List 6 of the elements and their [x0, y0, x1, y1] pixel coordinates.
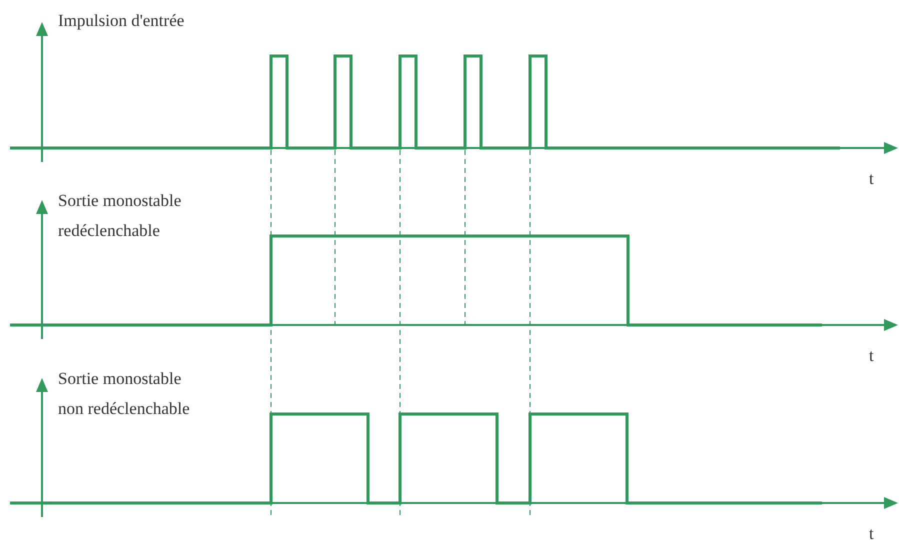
axis-label: t [869, 523, 874, 542]
signal-title: Sortie monostable redéclenchable [58, 190, 182, 242]
axis-label: t [869, 345, 874, 367]
signal-title: Sortie monostable non redéclenchable [58, 368, 191, 420]
axis-label: t [869, 168, 874, 190]
signal-title: Impulsion d'entrée [58, 10, 186, 32]
